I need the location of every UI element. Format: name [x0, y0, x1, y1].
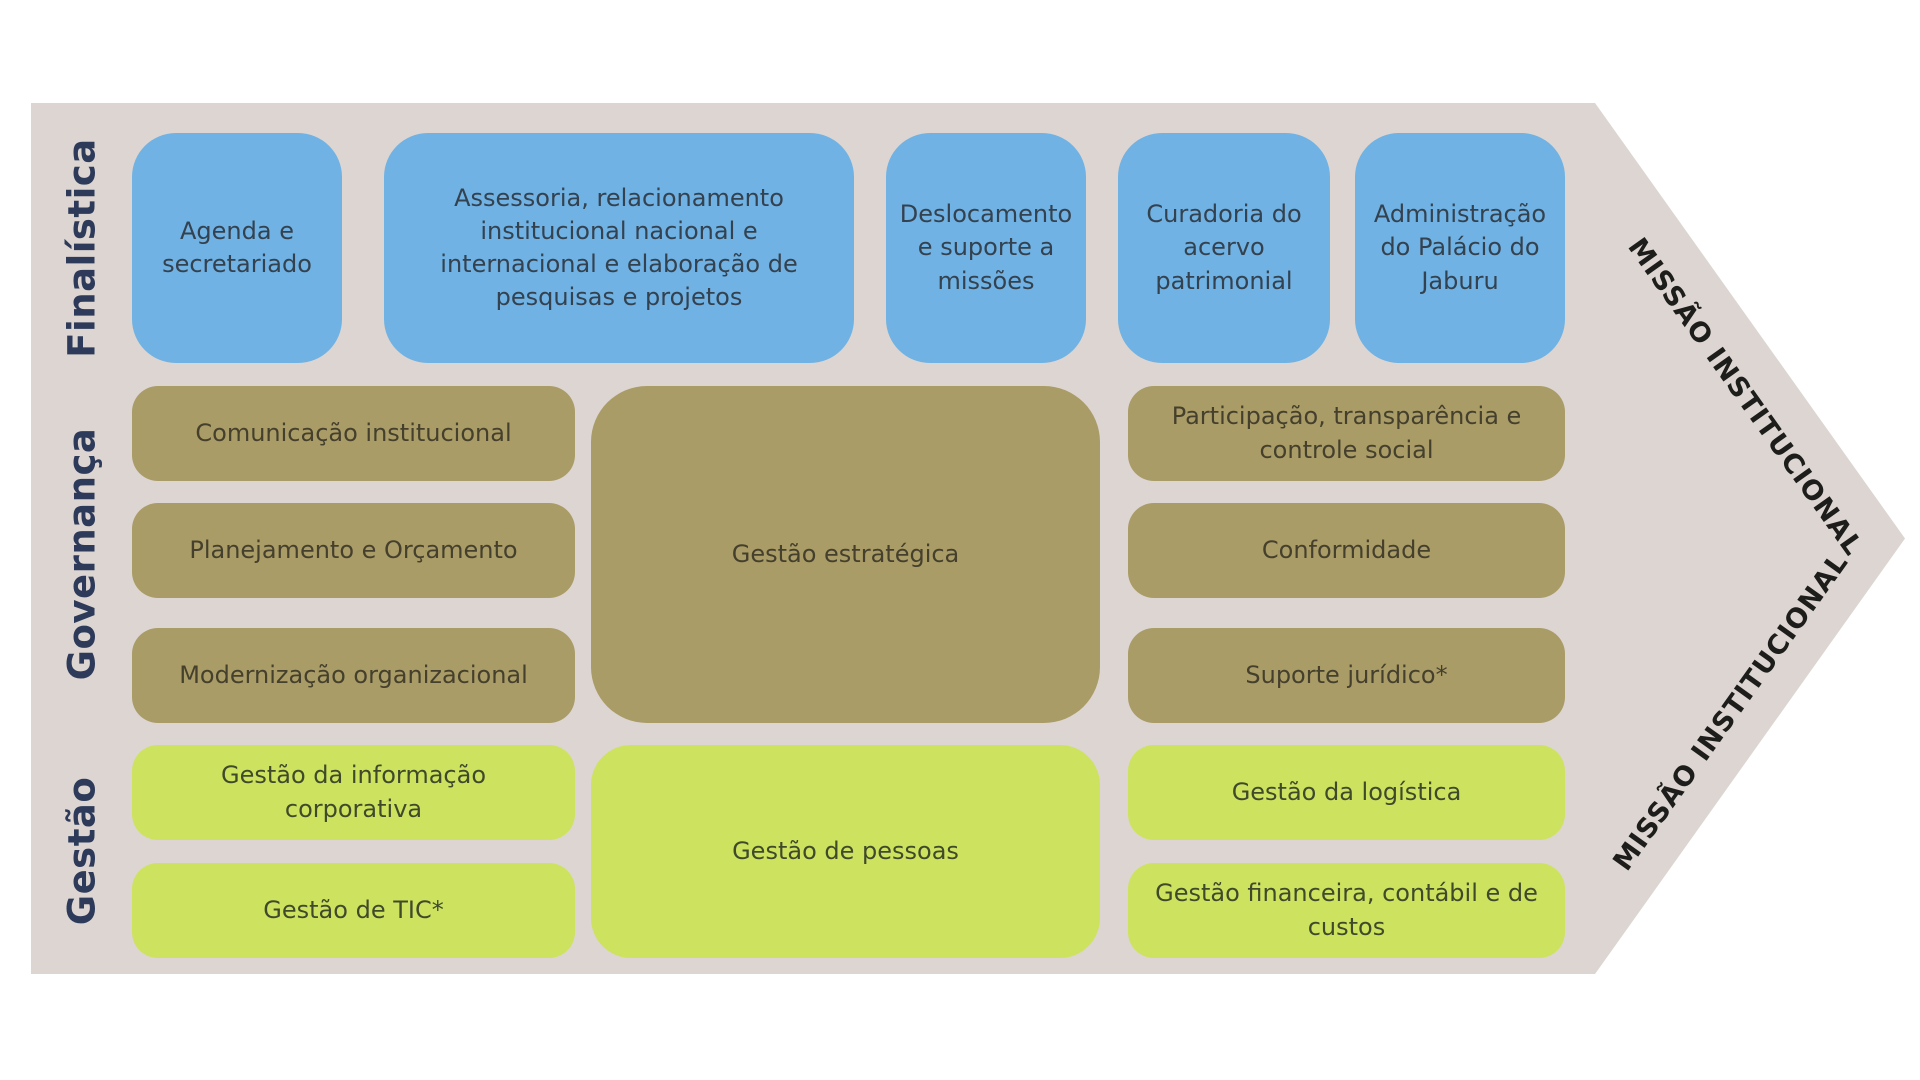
box-gestao-informacao-corporativa: Gestão da informação corporativa [132, 745, 575, 840]
box-planejamento-orcamento: Planejamento e Orçamento [132, 503, 575, 598]
box-agenda-secretariado: Agenda e secretariado [132, 133, 342, 363]
box-suporte-juridico: Suporte jurídico* [1128, 628, 1565, 723]
box-gestao-pessoas: Gestão de pessoas [591, 745, 1100, 958]
box-curadoria-acervo: Curadoria do acervo patrimonial [1118, 133, 1330, 363]
box-assessoria-relacionamento: Assessoria, relacionamento institucional… [384, 133, 854, 363]
row-label-gestao: Gestão [60, 776, 104, 926]
box-comunicacao-institucional: Comunicação institucional [132, 386, 575, 481]
row-label-finalistica: Finalística [60, 138, 104, 358]
box-deslocamento-missoes: Deslocamento e suporte a missões [886, 133, 1086, 363]
box-gestao-tic: Gestão de TIC* [132, 863, 575, 958]
box-administracao-jaburu: Administração do Palácio do Jaburu [1355, 133, 1565, 363]
box-gestao-estrategica: Gestão estratégica [591, 386, 1100, 723]
box-modernizacao-organizacional: Modernização organizacional [132, 628, 575, 723]
box-participacao-transparencia: Participação, transparência e controle s… [1128, 386, 1565, 481]
box-gestao-financeira: Gestão financeira, contábil e de custos [1128, 863, 1565, 958]
box-conformidade: Conformidade [1128, 503, 1565, 598]
row-label-governanca: Governança [60, 427, 104, 681]
box-gestao-logistica: Gestão da logística [1128, 745, 1565, 840]
